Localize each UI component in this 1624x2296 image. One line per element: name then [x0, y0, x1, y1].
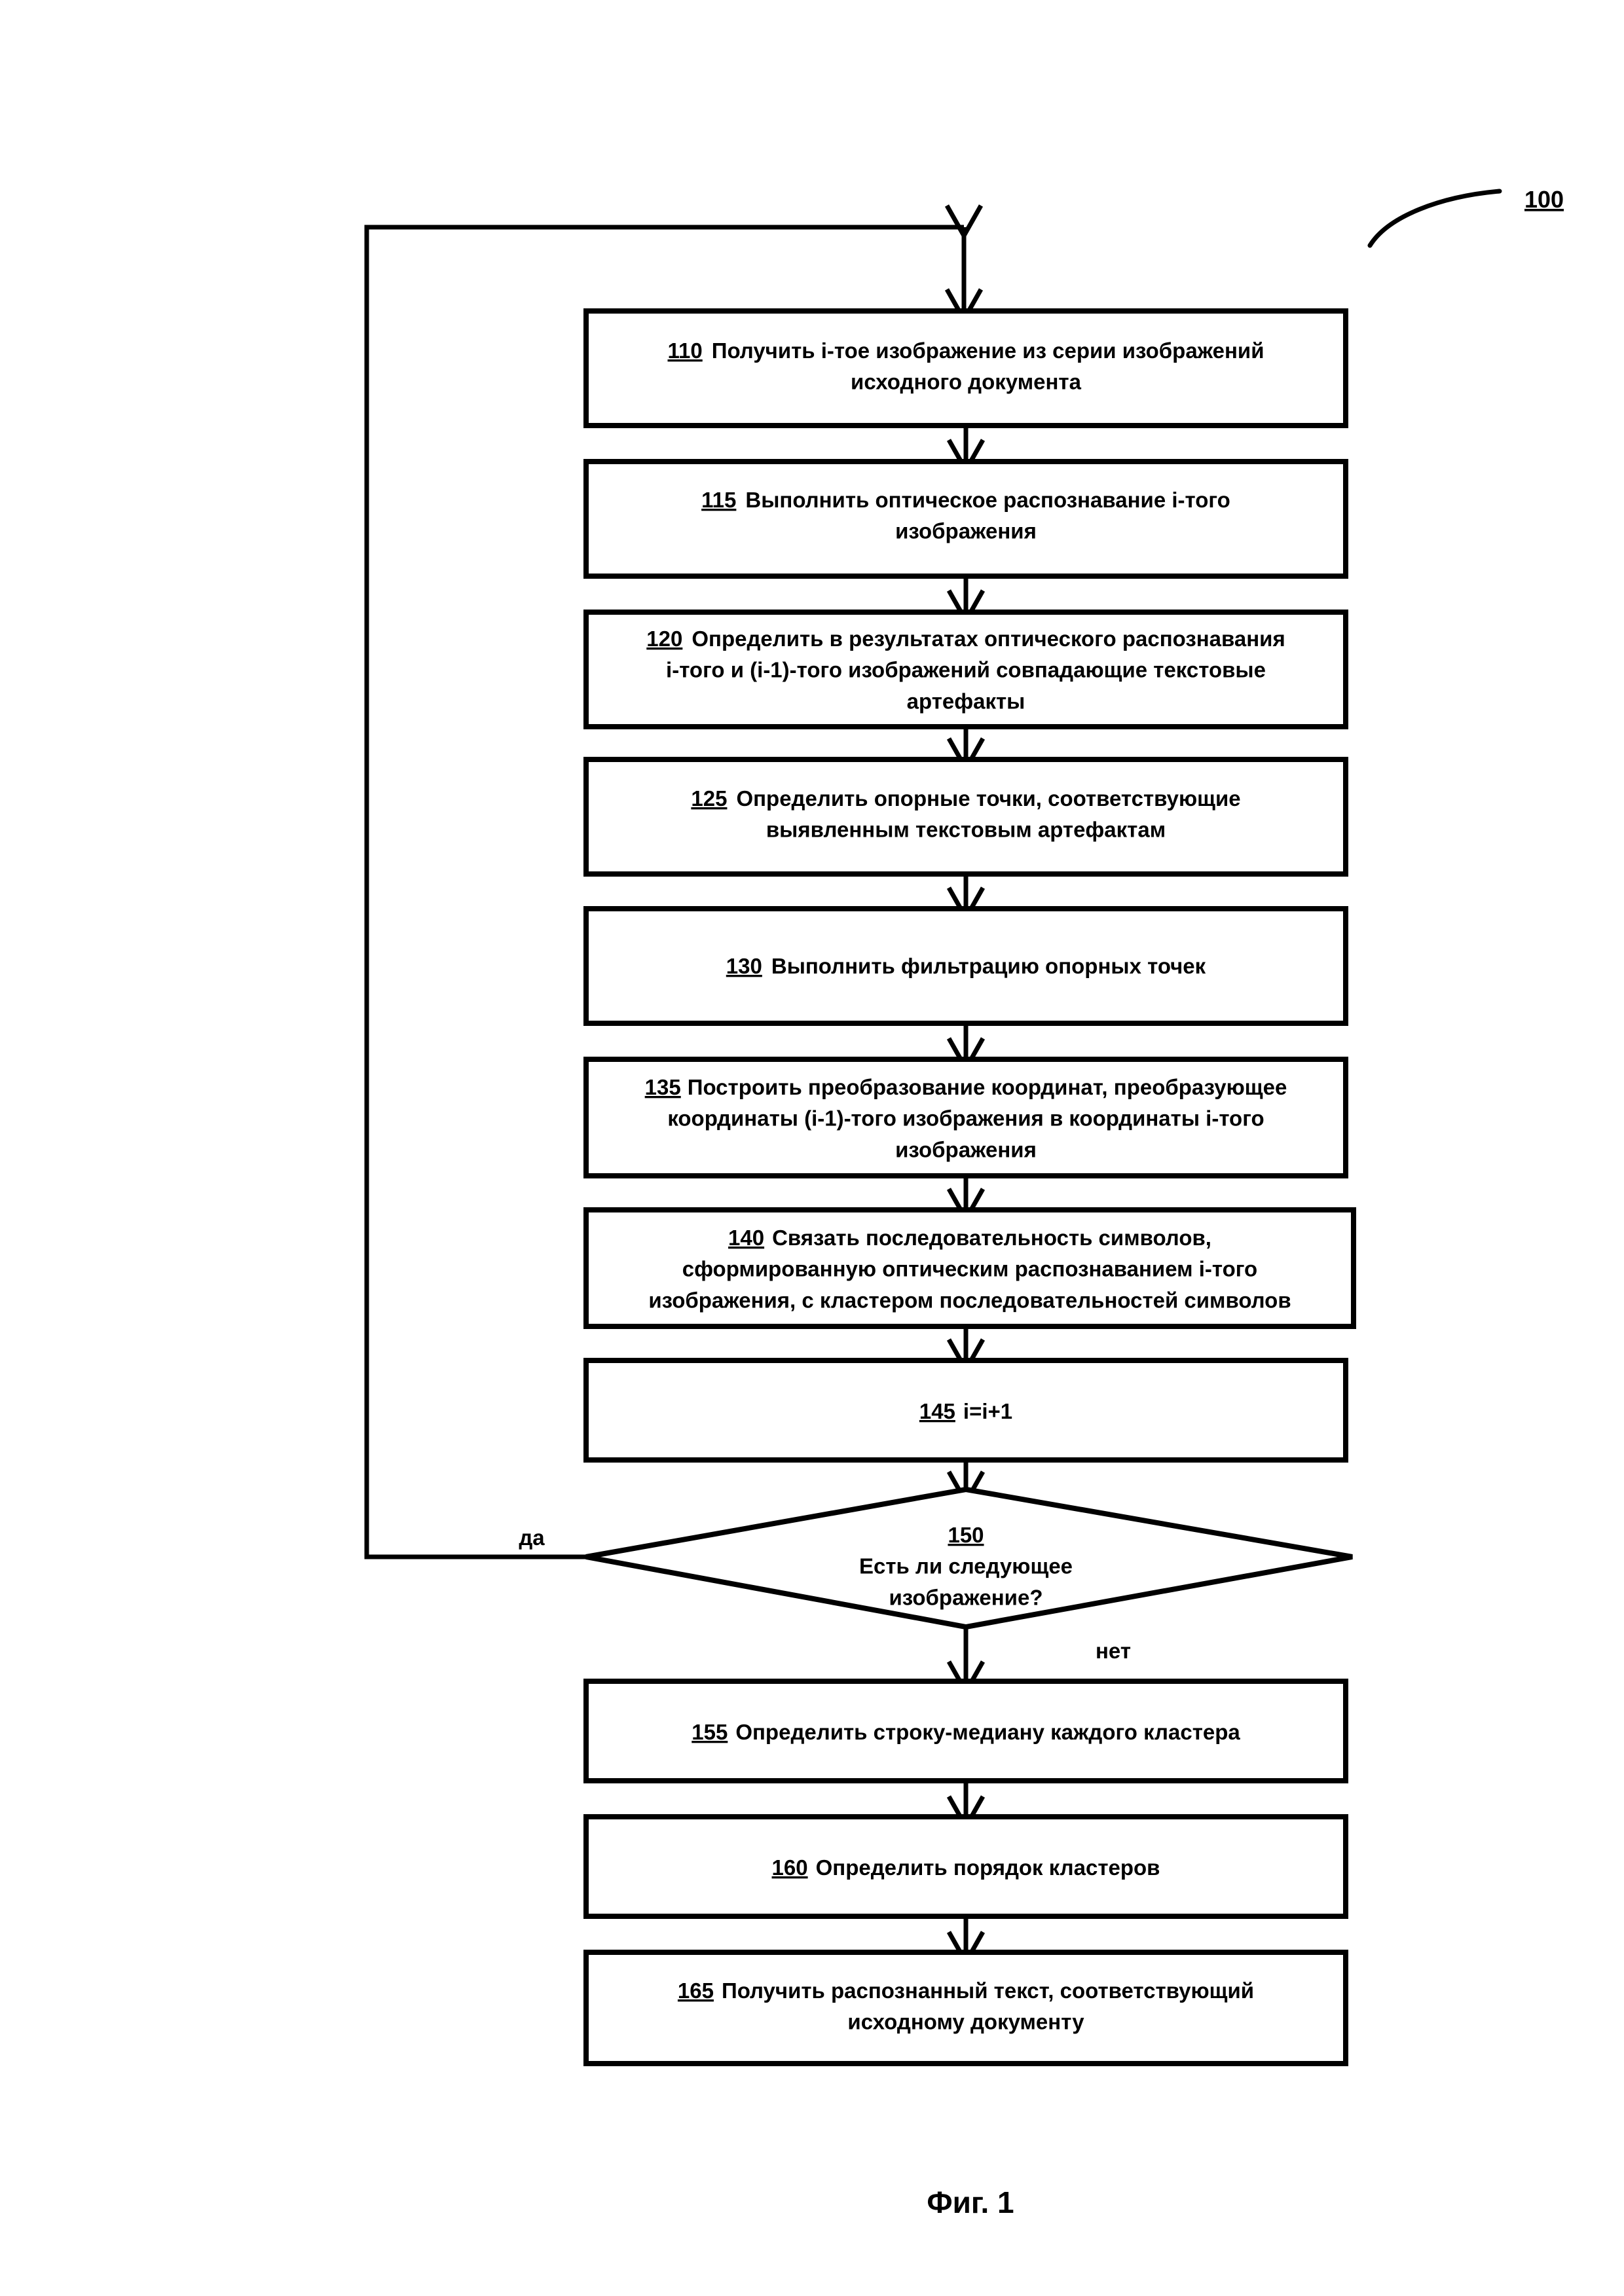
node-130-box[interactable]	[583, 906, 1348, 1026]
node-135-line-1: координаты (i-1)-того изображения в коор…	[667, 1106, 1264, 1131]
node-150-line-0: Есть ли следующее	[859, 1554, 1073, 1578]
node-145-number: 145	[919, 1399, 955, 1423]
node-160-number: 160	[772, 1855, 808, 1880]
node-115-box[interactable]	[583, 459, 1348, 579]
node-120-number: 120	[646, 627, 682, 651]
branch-label-yes: да	[519, 1525, 545, 1550]
node-140-line-1: сформированную оптическим распознаванием…	[682, 1257, 1257, 1281]
node-140-number: 140	[728, 1226, 764, 1250]
node-110-number: 110	[668, 338, 703, 363]
node-165-box[interactable]	[583, 1950, 1348, 2066]
arrowhead-loop-top	[944, 204, 984, 241]
node-135-number: 135	[645, 1075, 681, 1099]
branch-label-no: нет	[1096, 1639, 1131, 1663]
node-155-box[interactable]	[583, 1679, 1348, 1783]
node-150-number: 150	[948, 1523, 984, 1547]
node-165-line-1: исходному документу	[847, 2010, 1084, 2034]
figure-caption: Фиг. 1	[927, 2185, 1014, 2219]
node-115-number: 115	[701, 488, 736, 512]
node-125-box[interactable]	[583, 757, 1348, 877]
node-165-number: 165	[678, 1978, 714, 2003]
node-110-box[interactable]	[583, 308, 1348, 428]
node-140-line-2: изображения, с кластером последовательно…	[648, 1288, 1291, 1313]
node-120-line-1: i-того и (i-1)-того изображений совпадаю…	[666, 658, 1266, 682]
node-125-number: 125	[691, 786, 727, 811]
node-135-line-2: изображения	[895, 1138, 1037, 1162]
node-115-line-1: изображения	[895, 519, 1037, 543]
node-120-line-2: артефакты	[907, 689, 1025, 714]
node-155-number: 155	[692, 1720, 728, 1744]
node-145-box[interactable]	[583, 1358, 1348, 1463]
reference-leader-line	[1367, 189, 1502, 248]
loop-back-connector	[364, 225, 964, 1559]
reference-numeral-100: 100	[1524, 186, 1564, 213]
node-140-box[interactable]	[583, 1207, 1356, 1329]
node-150-number-text: 150	[948, 1523, 984, 1547]
node-125-line-1: выявленным текстовым артефактам	[766, 818, 1166, 842]
node-130-number: 130	[726, 954, 762, 978]
node-110-line-1: исходного документа	[851, 370, 1082, 394]
node-150-line-1: изображение?	[889, 1586, 1043, 1610]
node-120-box[interactable]	[583, 610, 1348, 729]
